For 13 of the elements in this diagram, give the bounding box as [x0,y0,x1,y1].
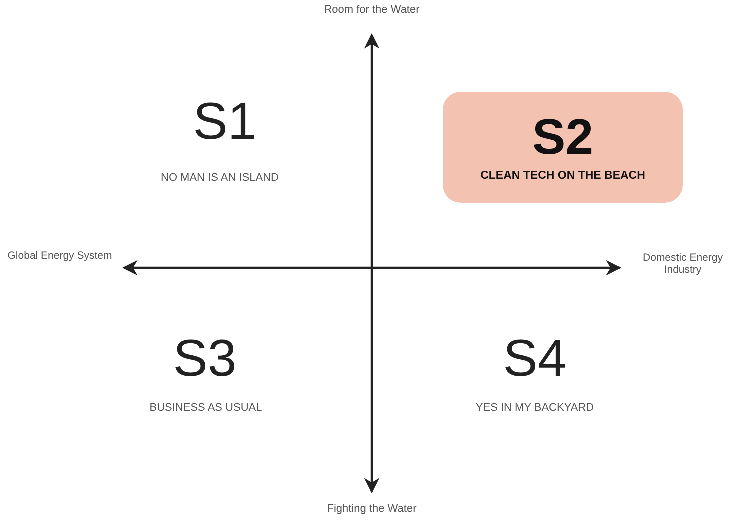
scenario-number: S2 [532,112,594,162]
axis-label: Domestic Energy Industry [642,252,724,276]
scenario-title: BUSINESS AS USUAL [148,402,264,415]
axis-label: Global Energy System [6,250,114,262]
scenario-number: S3 [172,333,238,385]
axis-label: Fighting the Water [326,503,418,516]
scenario-title: YES IN MY BACKYARD [474,402,596,415]
scenario-card [443,92,683,203]
scenario-title: NO MAN IS AN ISLAND [160,172,280,185]
scenario-number: S1 [192,96,258,148]
scenario-number: S4 [502,333,568,385]
scenario-title: CLEAN TECH ON THE BEACH [480,170,646,184]
axis-label: Room for the Water [323,4,421,17]
